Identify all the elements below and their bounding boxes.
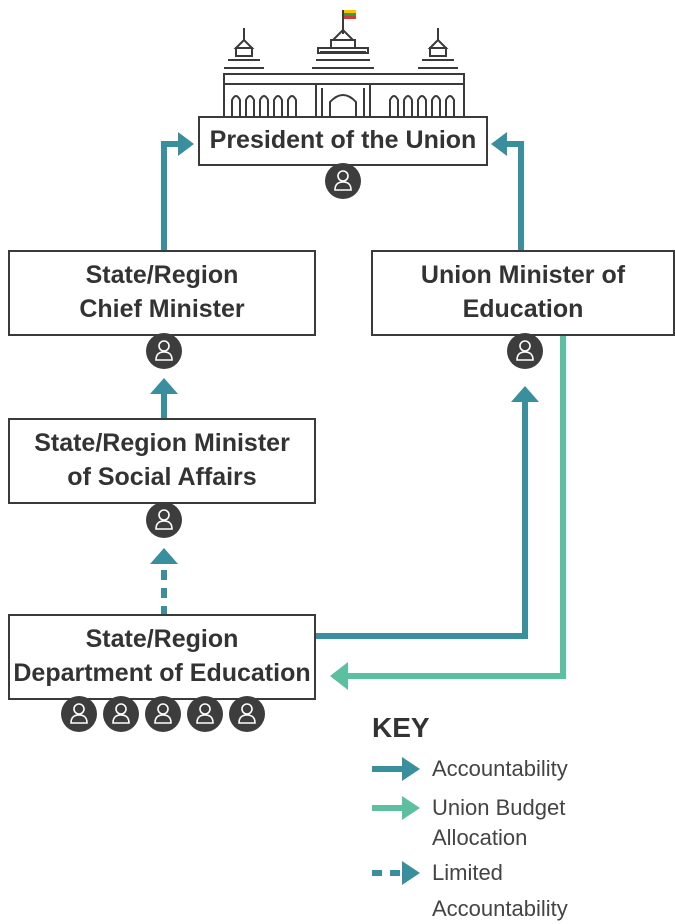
arrow-head-budget [330,662,348,690]
arrow-head-dept-to-union [511,386,539,402]
social-minister-box: State/Region Minister of Social Affairs [8,418,316,504]
social-minister-line1: State/Region Minister [34,429,290,458]
person-icon [325,163,361,199]
budget-allocation-arrow [346,336,566,679]
key-limited-line1: Limited [432,860,503,885]
department-line2: Department of Education [13,659,311,687]
person-icon [61,696,97,732]
key-budget-arrow-icon [402,796,420,820]
accountability-arrow-union-to-president [505,141,524,252]
arrow-head-chief-to-president [178,132,194,156]
accountability-arrow-dept-to-union [316,400,528,639]
key-accountability-arrow-icon [402,757,420,781]
key-title: KEY [372,712,430,743]
person-icon [187,696,223,732]
key-limited-label: Limited Accountability [432,858,568,924]
union-minister-line1: Union Minister of [420,261,626,290]
social-minister-line2: of Social Affairs [67,463,257,491]
chief-minister-line2: Chief Minister [79,295,245,323]
union-minister-box: Union Minister of Education [371,250,675,336]
key-limited-line2: Accountability [432,896,568,921]
chief-minister-box: State/Region Chief Minister [8,250,316,336]
president-label: President of the Union [209,126,477,155]
key-budget-line1: Union Budget [432,795,566,820]
person-icon [103,696,139,732]
parliament-building-icon [223,10,465,121]
key-budget-label: Union Budget Allocation [432,793,565,853]
union-minister-line2: Education [462,295,584,323]
accountability-arrow-chief-to-president [161,141,180,252]
chief-minister-line1: State/Region [85,261,239,290]
president-box: President of the Union [198,116,488,166]
key-limited-arrow-icon [402,861,420,885]
person-icon [146,333,182,369]
person-icon [145,696,181,732]
person-icon [146,502,182,538]
department-line1: State/Region [85,625,239,654]
arrow-head-union-to-president [491,132,507,156]
key-accountability-label: Accountability [432,756,568,781]
department-box: State/Region Department of Education [8,614,316,700]
arrow-head-social-to-chief [150,378,178,394]
arrow-head-limited [150,548,178,564]
person-icon [507,333,543,369]
key-budget-line2: Allocation [432,825,528,850]
person-icon [229,696,265,732]
